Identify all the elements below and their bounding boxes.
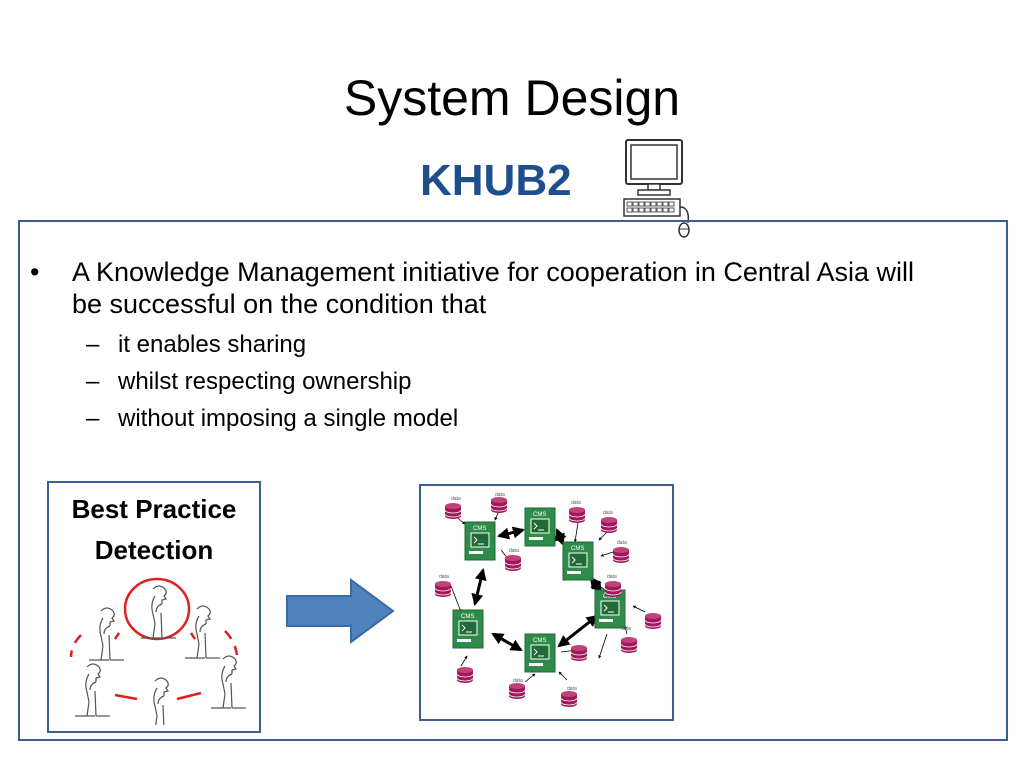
svg-text:CMS: CMS: [533, 512, 546, 518]
cms-node: CMS: [464, 521, 496, 561]
svg-text:data: data: [567, 686, 577, 692]
svg-text:data: data: [451, 496, 461, 502]
sub-bullet-item: – whilst respecting ownership: [86, 363, 930, 400]
people-circle-illustration: [69, 577, 247, 725]
bullet-dot: •: [30, 257, 40, 287]
content-frame: [18, 220, 1008, 741]
sub-bullet-list: – it enables sharing – whilst respecting…: [86, 326, 930, 437]
cms-node: CMS: [594, 589, 626, 629]
bullet-list: • A Knowledge Management initiative for …: [30, 256, 930, 437]
database-icon: data: [612, 540, 630, 564]
database-icon: data: [568, 500, 586, 524]
svg-text:CMS: CMS: [571, 546, 584, 552]
database-icon: data: [560, 686, 578, 708]
svg-text:CMS: CMS: [473, 526, 486, 532]
cms-network-diagram: CMS CMS CMS CMS CMS CMS data data data d…: [434, 492, 662, 708]
database-icon: data: [644, 612, 662, 630]
svg-text:data: data: [439, 574, 449, 580]
cms-node: CMS: [524, 507, 556, 547]
cms-node: CMS: [452, 609, 484, 649]
sub-bullet-text: whilst respecting ownership: [118, 368, 412, 395]
sub-bullet-dash: –: [86, 405, 100, 432]
right-arrow-icon: [286, 578, 395, 644]
svg-text:data: data: [571, 500, 581, 506]
database-icon: data: [620, 626, 638, 654]
database-icon: data: [508, 678, 526, 700]
bullet-main-text: A Knowledge Management initiative for co…: [72, 257, 914, 319]
svg-text:data: data: [617, 540, 627, 546]
best-practice-panel: Best Practice Detection: [47, 481, 261, 733]
database-icon: data: [600, 510, 618, 534]
svg-text:data: data: [607, 574, 617, 580]
cms-network-panel: CMS CMS CMS CMS CMS CMS data data data d…: [419, 484, 674, 721]
bullet-main: • A Knowledge Management initiative for …: [30, 256, 930, 320]
svg-text:CMS: CMS: [461, 614, 474, 620]
database-icon: [456, 666, 474, 684]
svg-text:data: data: [509, 548, 519, 554]
database-icon: data: [504, 548, 522, 572]
database-icon: data: [434, 574, 452, 598]
database-icon: data: [490, 492, 508, 514]
database-icon: data: [444, 496, 462, 520]
desktop-computer-icon: [623, 139, 690, 238]
svg-text:data: data: [621, 626, 631, 632]
best-practice-title: Best Practice Detection: [71, 494, 237, 565]
svg-text:data: data: [603, 510, 613, 516]
slide-title: System Design: [343, 70, 681, 126]
database-icon: data: [604, 574, 622, 598]
cms-node: CMS: [562, 541, 594, 581]
svg-text:CMS: CMS: [603, 594, 616, 600]
sub-bullet-text: it enables sharing: [118, 331, 307, 358]
sub-bullet-dash: –: [86, 368, 100, 395]
sub-bullet-item: – it enables sharing: [86, 326, 930, 363]
cms-node: CMS: [524, 633, 556, 673]
sub-bullet-dash: –: [86, 331, 100, 358]
svg-text:data: data: [495, 492, 505, 498]
slide-subtitle: KHUB2: [420, 156, 572, 205]
sub-bullet-item: – without imposing a single model: [86, 400, 930, 437]
database-icon: [570, 644, 588, 662]
svg-text:CMS: CMS: [533, 638, 546, 644]
sub-bullet-text: without imposing a single model: [118, 405, 459, 432]
svg-text:data: data: [513, 678, 523, 684]
